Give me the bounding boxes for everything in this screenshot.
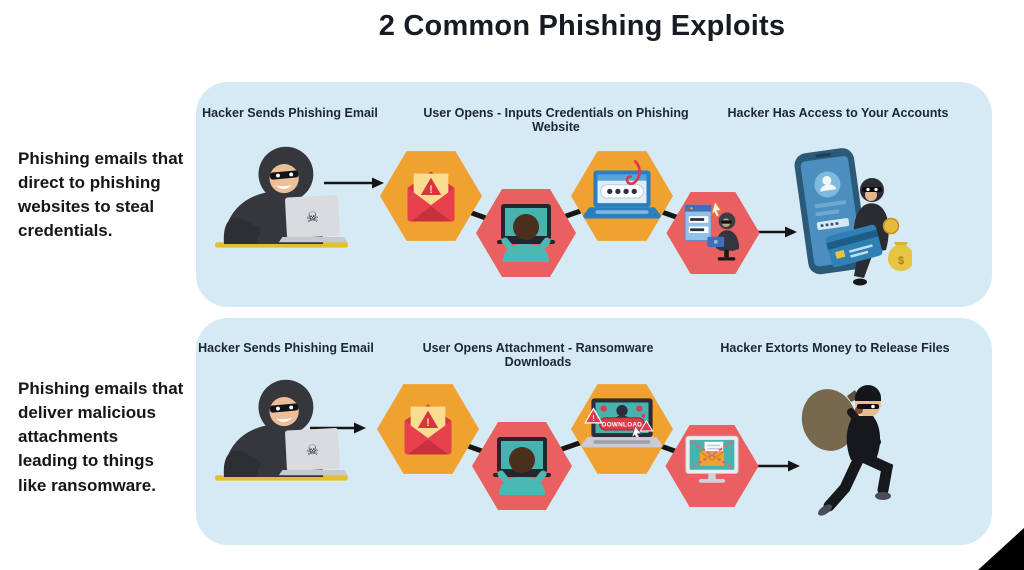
phishing-email-icon: ! [404,404,452,455]
ransomware-phishing-description: Phishing emails that deliver malicious a… [18,379,184,495]
corner-triangle [978,528,1024,570]
step-hexagon [665,425,759,507]
step-hexagon [472,422,572,510]
hacker-at-laptop-illustration: ☠ [215,379,348,481]
mask-icon [269,403,299,413]
step-hexagon [476,189,576,277]
loot-sack-icon [801,389,857,451]
fleeing-hacker-illustration [801,385,894,516]
phishing-email-icon: ! [407,171,455,222]
warning-icon: ! [426,417,430,429]
step-label: User Opens - Inputs Credentials on Phish… [423,106,689,134]
money-bag-icon: $ [888,242,912,271]
phishing-login-icon [583,159,661,219]
credential-phishing-panel: Hacker Sends Phishing Email User Opens -… [196,82,992,307]
chains-icon [690,440,734,469]
coin-icon [882,217,900,235]
skull-icon: ☠ [306,442,320,459]
download-button-label: DOWNLOAD [602,421,642,428]
page-title: 2 Common Phishing Exploits [378,10,786,42]
laptop-icon: ☠ [285,195,340,239]
dollar-icon: $ [898,255,904,267]
hacker-with-card-icon: $ [825,178,912,286]
hook-icon [625,159,641,186]
step-label: Hacker Sends Phishing Email [198,341,374,355]
mask-icon [857,404,879,409]
ransomware-phishing-panel: Hacker Sends Phishing Email User Opens A… [196,318,992,545]
step-hexagon [571,151,673,241]
step-hexagon [666,192,760,274]
step-hexagon: ! [380,151,482,241]
skull-icon: ☠ [306,209,320,226]
ransomware-locked-files-icon [685,435,739,483]
laptop-icon: ☠ [285,428,340,472]
credential-phishing-description: Phishing emails that direct to phishing … [18,149,184,241]
mask-icon [269,170,299,180]
step-hexagon: ! [377,384,479,474]
step-hexagon: DOWNLOAD ! [571,384,673,474]
user-at-computer-icon [497,204,555,262]
user-at-computer-icon [493,437,551,495]
credential-theft-icon [684,200,740,261]
step-label: Hacker Sends Phishing Email [202,106,378,120]
warning-icon: ! [592,414,595,423]
credit-card-icon [825,224,883,268]
cursor-icon [710,200,723,218]
step-label: User Opens Attachment - Ransomware Downl… [422,341,654,369]
step-label: Hacker Extorts Money to Release Files [720,341,950,355]
beanie-icon [855,385,881,401]
ransomware-download-icon: DOWNLOAD ! [581,398,662,448]
step-label: Hacker Has Access to Your Accounts [727,106,949,120]
warning-icon: ! [429,184,433,196]
hacked-phone-illustration: $ [794,148,912,286]
hacker-at-laptop-illustration: ☠ [215,146,348,248]
